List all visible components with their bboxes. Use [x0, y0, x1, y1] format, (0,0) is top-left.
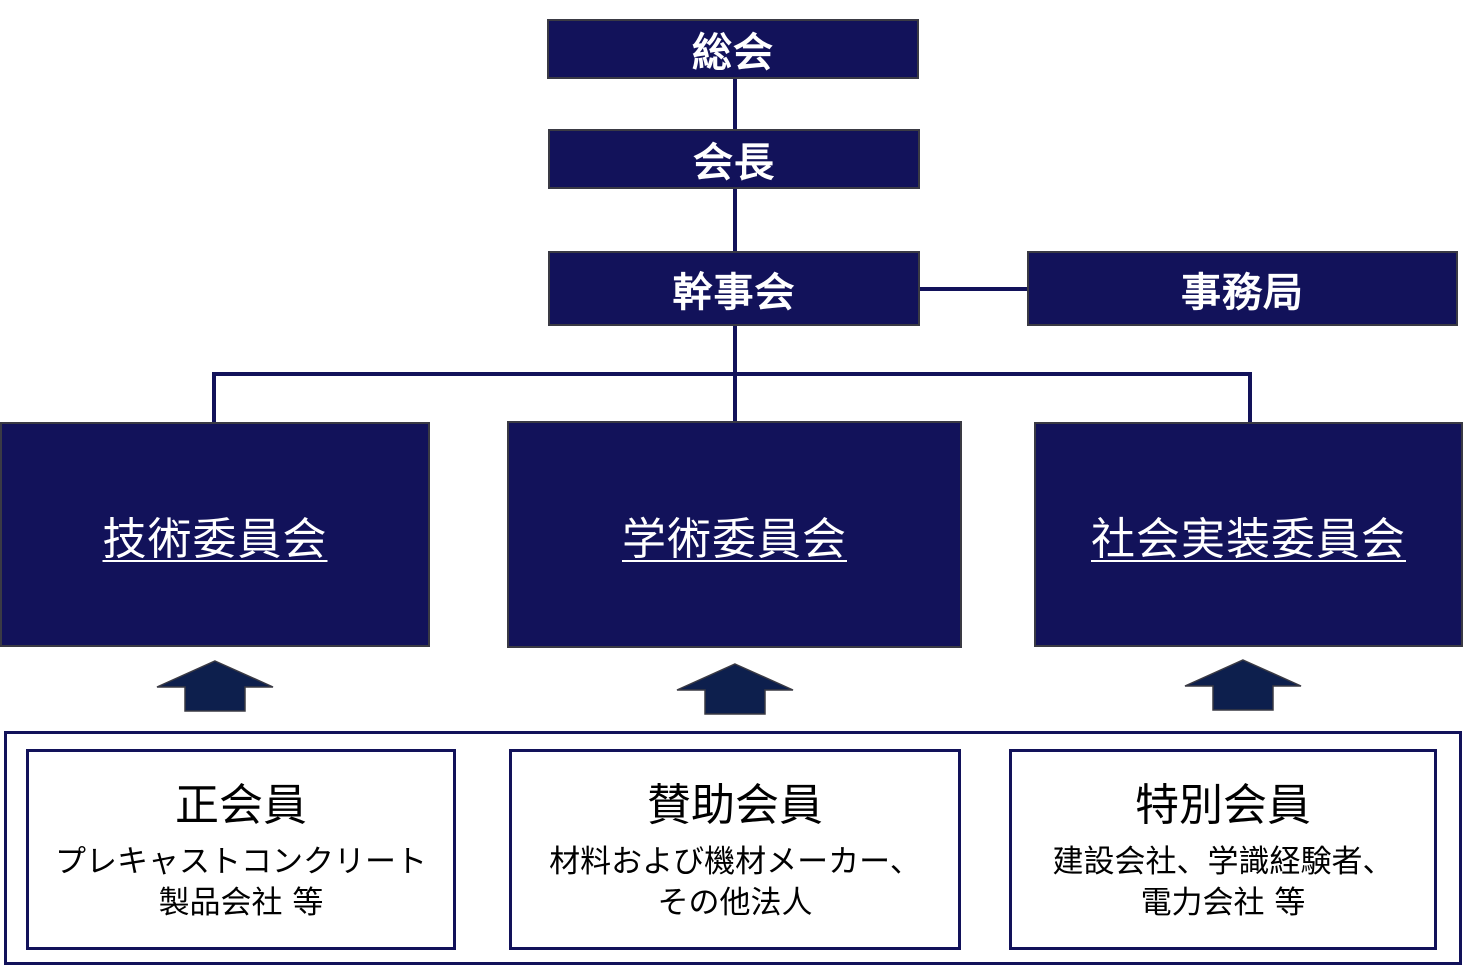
member-title: 賛助会員 [647, 780, 823, 831]
connector-board-secretariat [918, 287, 1029, 291]
members-frame [4, 731, 1462, 965]
chairman-box: 会長 [548, 129, 920, 189]
secretariat-box: 事務局 [1027, 251, 1458, 326]
up-arrow-icon [676, 663, 794, 715]
tech-committee-link[interactable]: 技術委員会 [102, 513, 328, 565]
academic-committee-box[interactable]: 学術委員会 [507, 421, 962, 648]
connector-chairman-board [733, 188, 737, 252]
member-desc-line: 材料および機材メーカー、 [549, 844, 921, 880]
up-arrow-icon [1184, 659, 1302, 711]
general-assembly-box: 総会 [547, 19, 919, 79]
general-assembly-label: 総会 [692, 30, 774, 76]
connector-horizontal-bus [212, 372, 1252, 376]
regular-member-box: 正会員 プレキャストコンクリート 製品会社 等 [26, 749, 456, 950]
member-title: 特別会員 [1135, 780, 1311, 831]
connector-assembly-chairman [733, 78, 737, 130]
connector-to-social-committee [1248, 372, 1252, 424]
member-description: プレキャストコンクリート 製品会社 等 [29, 842, 453, 924]
social-implementation-committee-link[interactable]: 社会実装委員会 [1091, 513, 1406, 565]
member-desc-line: 電力会社 等 [1140, 885, 1306, 921]
executive-board-label: 幹事会 [672, 269, 796, 316]
member-desc-line: プレキャストコンクリート [55, 844, 427, 880]
member-title: 正会員 [175, 780, 307, 831]
chairman-label: 会長 [693, 140, 775, 186]
up-arrow-icon [156, 660, 274, 712]
tech-committee-box[interactable]: 技術委員会 [0, 422, 430, 647]
member-desc-line: 建設会社、学識経験者、 [1052, 844, 1394, 880]
member-desc-line: 製品会社 等 [158, 885, 324, 921]
academic-committee-link[interactable]: 学術委員会 [622, 513, 847, 565]
secretariat-label: 事務局 [1181, 269, 1304, 316]
supporting-member-box: 賛助会員 材料および機材メーカー、 その他法人 [509, 749, 961, 950]
member-desc-line: その他法人 [657, 885, 813, 921]
member-description: 材料および機材メーカー、 その他法人 [512, 842, 958, 924]
social-implementation-committee-box[interactable]: 社会実装委員会 [1034, 422, 1463, 647]
executive-board-box: 幹事会 [548, 251, 920, 326]
member-description: 建設会社、学識経験者、 電力会社 等 [1012, 842, 1434, 924]
connector-to-tech-committee [212, 372, 216, 424]
special-member-box: 特別会員 建設会社、学識経験者、 電力会社 等 [1009, 749, 1437, 950]
